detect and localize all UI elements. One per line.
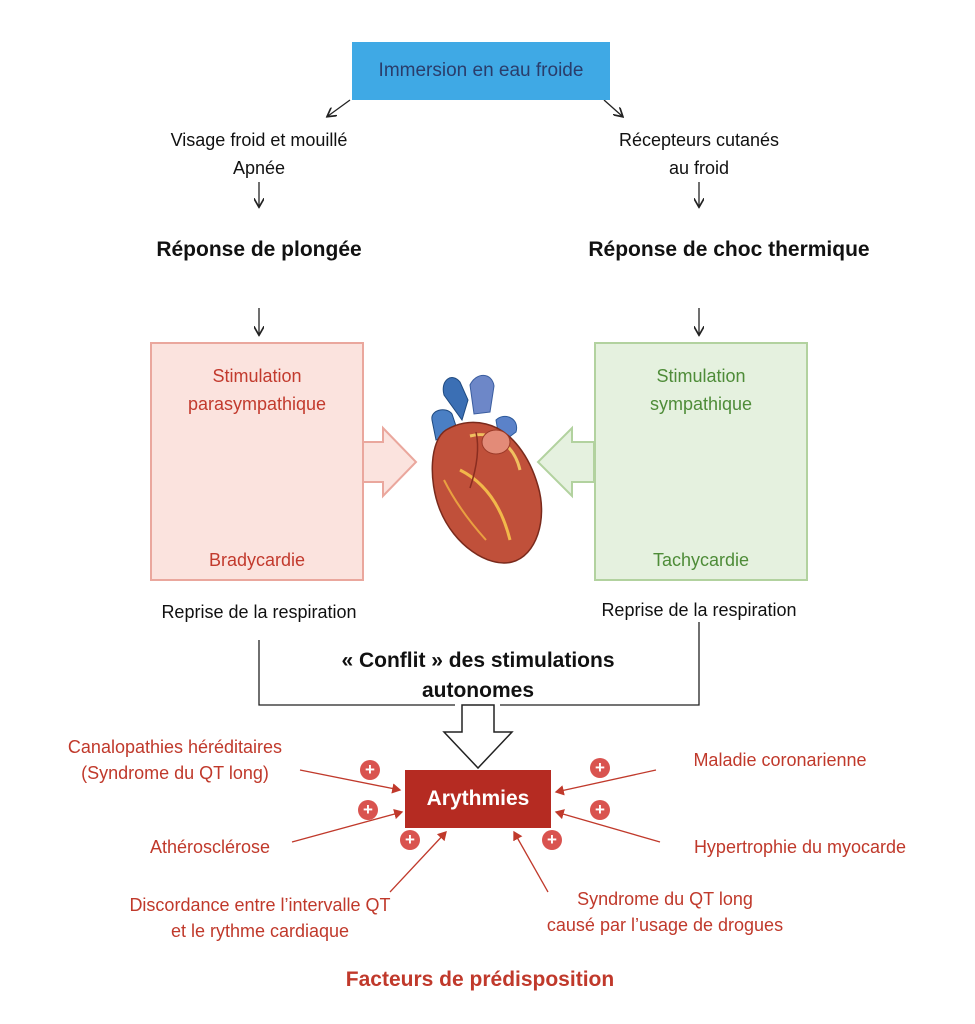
factor-arrow-6 [554, 769, 657, 796]
tachycardia-label: Tachycardie [652, 550, 750, 570]
factor-arrow-2 [291, 809, 404, 843]
factor-drug-qt: Syndrome du QT long causé par l’usage de… [500, 886, 830, 938]
conflict-right-line [500, 622, 700, 706]
plus-icon-4: + [542, 830, 562, 850]
left-trigger: Visage froid et mouillé Apnée [120, 126, 398, 182]
sympathetic-box: Stimulation sympathique Tachycardie [594, 342, 808, 581]
conflict-line1: « Conflit » des stimulations [341, 649, 615, 672]
factor-coronary-disease: Maladie coronarienne [693, 750, 867, 770]
conflict-label: « Conflit » des stimulations autonomes [290, 646, 666, 706]
conflict-line2: autonomes [421, 679, 534, 702]
symp-stim-line1: Stimulation [656, 366, 746, 386]
factor-4-line2: causé par l’usage de drogues [546, 915, 784, 935]
factor-arrow-5 [554, 809, 661, 843]
para-stim-line1: Stimulation [212, 366, 302, 386]
arrow-top-left [328, 99, 351, 116]
conflict-block-arrow [442, 704, 514, 770]
factor-qt-discordance: Discordance entre l’intervalle QT et le … [80, 892, 440, 944]
factor-3-line1: Discordance entre l’intervalle QT [129, 895, 391, 915]
heart-illustration [431, 374, 543, 564]
factor-1-line1: Canalopathies héréditaires [67, 737, 283, 757]
immersion-label: Immersion en eau froide [378, 60, 584, 81]
parasympathetic-box: Stimulation parasympathique Bradycardie [150, 342, 364, 581]
factor-1-line2: (Syndrome du QT long) [81, 763, 269, 783]
factor-arrow-1 [299, 769, 402, 794]
symp-block-arrow [536, 425, 595, 499]
plus-icon-5: + [590, 800, 610, 820]
right-trigger-line2: au froid [668, 158, 730, 178]
factor-4-line1: Syndrome du QT long [577, 889, 753, 909]
left-trigger-line2: Apnée [232, 158, 286, 178]
plus-icon-6: + [590, 758, 610, 778]
factor-arrow-4 [513, 830, 549, 893]
arythmies-label: Arythmies [426, 787, 530, 810]
cold-shock-title: Réponse de choc thermique [588, 238, 870, 261]
right-recovery: Reprise de la respiration [601, 600, 797, 620]
arrow-top-right [603, 99, 622, 116]
para-stim-title: Stimulation parasympathique [152, 362, 362, 418]
immersion-box: Immersion en eau froide [352, 42, 610, 100]
symp-stim-line2: sympathique [649, 394, 753, 414]
right-trigger: Récepteurs cutanés au froid [560, 126, 838, 182]
left-trigger-line1: Visage froid et mouillé [170, 130, 348, 150]
para-stim-line2: parasympathique [187, 394, 327, 414]
bradycardia-label: Bradycardie [208, 550, 306, 570]
plus-icon-3: + [400, 830, 420, 850]
factor-3-line2: et le rythme cardiaque [170, 921, 350, 941]
right-trigger-line1: Récepteurs cutanés [618, 130, 780, 150]
factor-arrow-3 [389, 831, 447, 893]
dive-response-title: Réponse de plongée [156, 238, 362, 261]
symp-stim-title: Stimulation sympathique [596, 362, 806, 418]
factor-channelopathies: Canalopathies héréditaires (Syndrome du … [40, 734, 310, 786]
plus-icon-1: + [360, 760, 380, 780]
plus-icon-2: + [358, 800, 378, 820]
arythmies-box: Arythmies [405, 770, 551, 828]
factor-atherosclerosis: Athérosclérose [149, 837, 271, 857]
factor-myocardial-hypertrophy: Hypertrophie du myocarde [693, 837, 907, 857]
left-recovery: Reprise de la respiration [161, 602, 357, 622]
conflict-left-line [258, 640, 455, 706]
para-block-arrow [359, 425, 418, 499]
predisposition-title: Facteurs de prédisposition [345, 968, 615, 991]
